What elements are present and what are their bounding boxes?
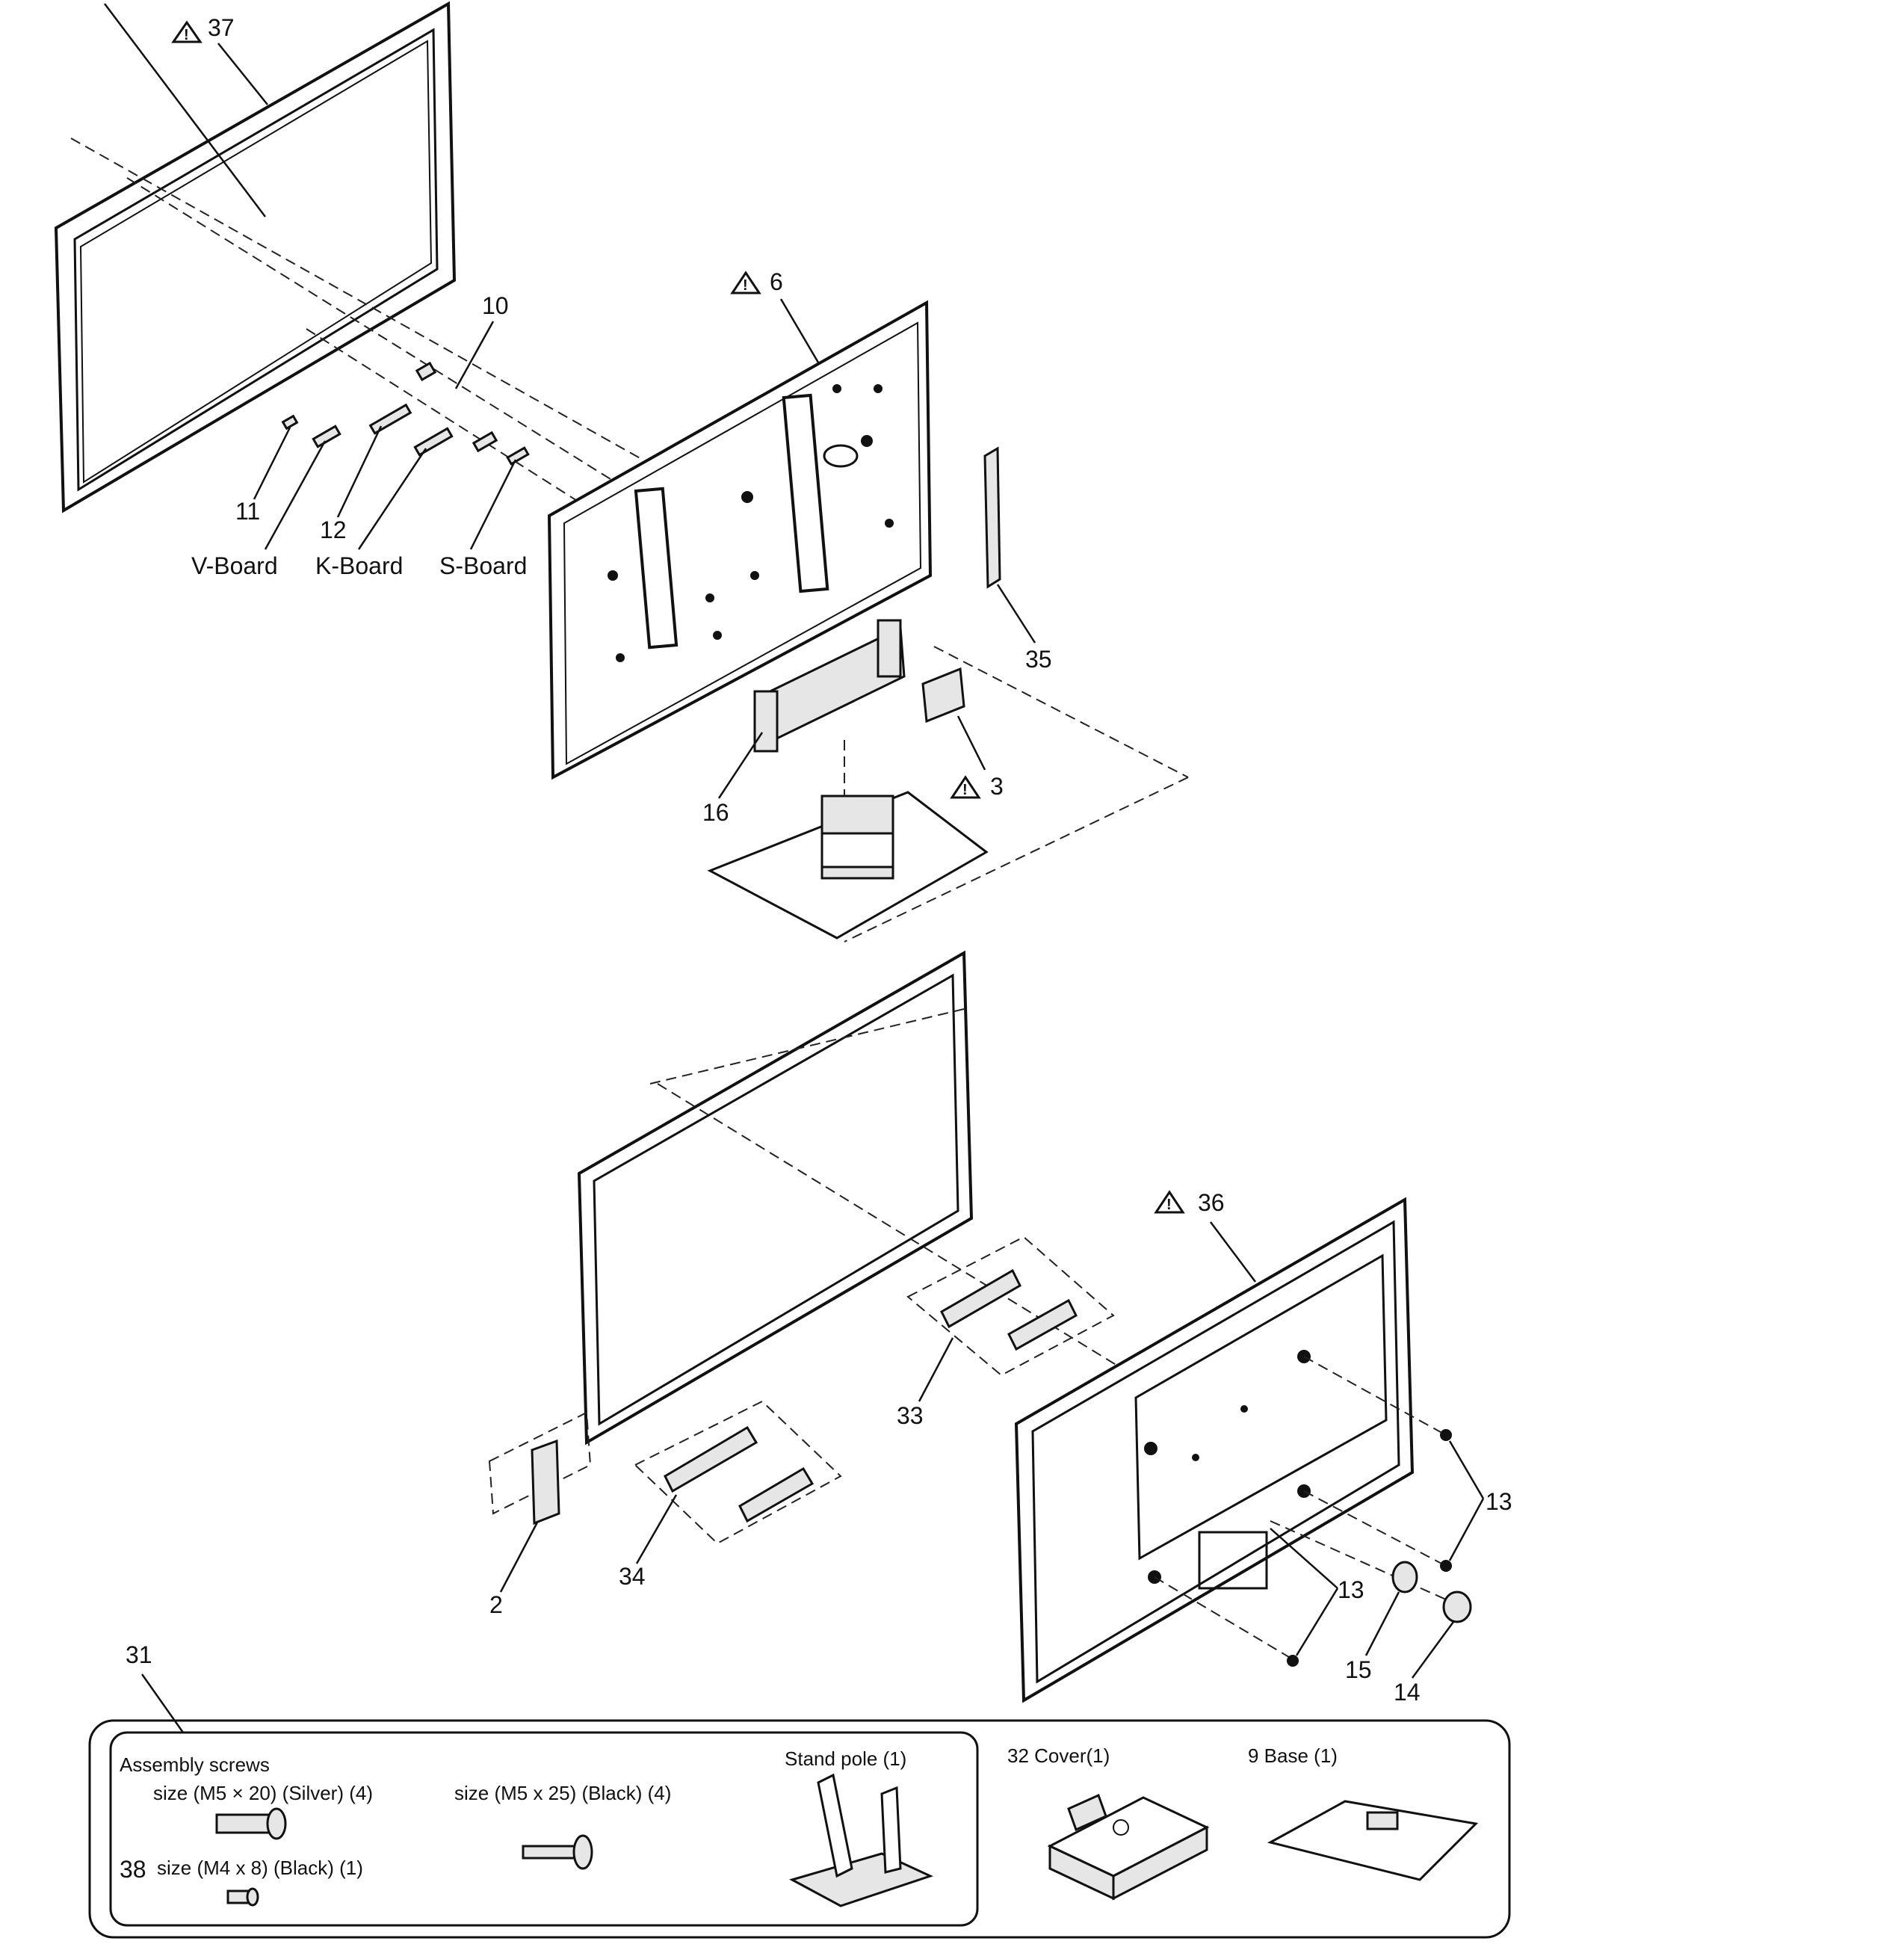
leader-2 (499, 1520, 540, 1593)
screw-icon (226, 1887, 259, 1907)
label-10: 10 (482, 292, 509, 319)
stand-bracket-part (753, 619, 906, 753)
svg-text:!: ! (1166, 1197, 1172, 1213)
label-3: 3 (990, 773, 1004, 800)
screw-icon (522, 1834, 593, 1870)
screw-13-icon (1440, 1560, 1452, 1572)
side-piece-2-part (531, 1439, 560, 1525)
screw-13-icon (1287, 1655, 1299, 1667)
label-s-board: S-Board (439, 552, 527, 579)
rear-chassis-part (547, 300, 933, 780)
leader-33 (918, 1337, 954, 1402)
label-6: 6 (770, 268, 783, 295)
screw-1-label: size (M5 × 20) (Silver) (4) (153, 1782, 373, 1804)
label-37: 37 (208, 14, 235, 41)
side-bracket-part (983, 446, 1001, 589)
leader-k-board (357, 448, 427, 550)
label-33: 33 (897, 1402, 924, 1429)
leader-35 (996, 584, 1036, 644)
part-33-box (906, 1235, 1115, 1377)
base-label: 9 Base (1) (1248, 1744, 1338, 1767)
projection-line (1303, 1356, 1447, 1436)
leader-14 (1411, 1621, 1455, 1679)
leader-37 (217, 43, 268, 105)
screw-icon (215, 1807, 287, 1840)
label-2: 2 (489, 1591, 503, 1618)
stand-pole-label: Stand pole (1) (785, 1747, 906, 1770)
label-31: 31 (126, 1641, 152, 1668)
stand-pole-icon (789, 1773, 934, 1907)
label-11: 11 (235, 498, 260, 525)
leader-10 (454, 321, 495, 389)
base-icon (1267, 1800, 1479, 1881)
middle-frame-part (577, 950, 974, 1446)
projection-line (933, 646, 1189, 778)
part-34-box (634, 1400, 842, 1545)
svg-text:!: ! (184, 27, 189, 43)
label-14: 14 (1394, 1679, 1421, 1706)
svg-text:!: ! (743, 277, 748, 294)
label-16: 16 (702, 799, 729, 826)
leader-v-board (264, 440, 327, 550)
leader-6 (779, 298, 820, 363)
label-v-board: V-Board (191, 552, 278, 579)
cover-label: 32 Cover(1) (1007, 1744, 1110, 1767)
projection-line (1303, 1490, 1447, 1567)
cover-block-part (921, 667, 965, 723)
leader-13 (1448, 1440, 1485, 1499)
screw-2-label: size (M5 x 25) (Black) (4) (454, 1782, 671, 1804)
leader-s-board (469, 459, 517, 550)
label-k-board: K-Board (315, 552, 403, 579)
leader-13 (1295, 1588, 1339, 1656)
stand-base-part (707, 791, 989, 940)
assembly-screws-box (109, 1731, 979, 1927)
warning-triangle-icon: ! (171, 20, 203, 43)
projection-line (1154, 1576, 1293, 1660)
small-boards-group (281, 361, 530, 466)
label-35: 35 (1025, 646, 1052, 673)
warning-triangle-icon: ! (1154, 1190, 1185, 1214)
leader-34 (635, 1494, 678, 1564)
leader-36 (1210, 1221, 1256, 1283)
knob-14-icon (1442, 1591, 1472, 1623)
bushing-15-icon (1391, 1561, 1418, 1593)
cover-icon (1047, 1793, 1210, 1901)
projection-line (70, 138, 643, 460)
leader-16 (717, 732, 764, 799)
leader-15 (1364, 1591, 1400, 1656)
label-34: 34 (619, 1563, 646, 1590)
screw-3-number: 38 (120, 1856, 146, 1883)
label-15: 15 (1345, 1656, 1372, 1683)
screw-3-label: size (M4 x 8) (Black) (1) (157, 1857, 363, 1879)
label-36: 36 (1198, 1189, 1225, 1216)
screw-13-icon (1440, 1429, 1452, 1441)
warning-triangle-icon: ! (950, 775, 981, 799)
leader-3 (956, 715, 986, 771)
warning-triangle-icon: ! (730, 271, 761, 294)
leader-13 (1270, 1528, 1338, 1589)
accessories-outer-box (88, 1719, 1511, 1939)
projection-line (649, 1008, 965, 1085)
leader-13 (1448, 1498, 1485, 1561)
rear-cover-part (1014, 1197, 1415, 1703)
leader-12 (336, 425, 383, 518)
projection-line (844, 777, 1189, 942)
label-12: 12 (320, 516, 347, 543)
bracket-pair-34-part (664, 1425, 815, 1523)
label-13-mid: 13 (1338, 1576, 1364, 1603)
part-2-box (488, 1411, 592, 1515)
assembly-screws-title: Assembly screws (120, 1753, 270, 1776)
svg-text:!: ! (962, 782, 968, 798)
bracket-pair-33-part (940, 1268, 1078, 1351)
leader-11 (253, 427, 291, 500)
label-13-right: 13 (1486, 1488, 1512, 1515)
leader-31 (140, 1673, 185, 1733)
